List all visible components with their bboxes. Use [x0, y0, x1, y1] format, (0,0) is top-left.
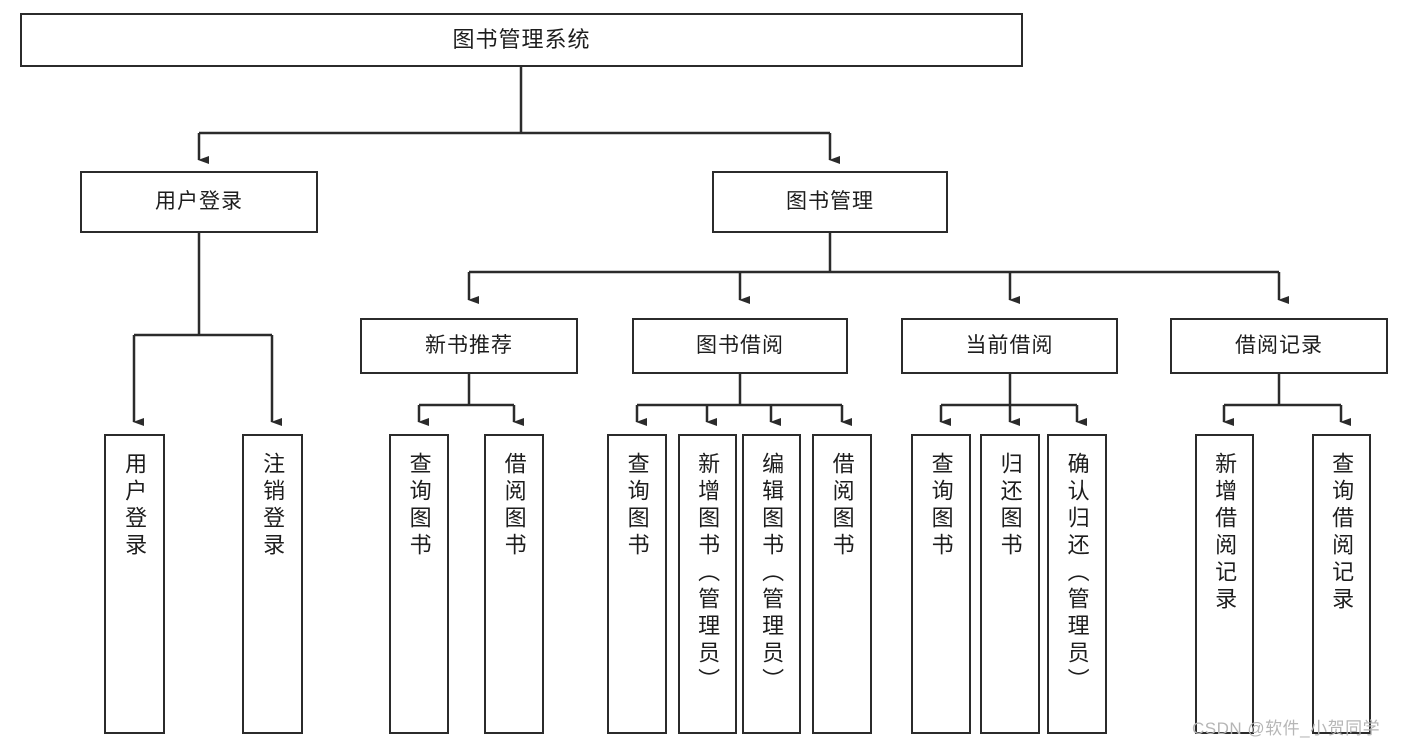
- csdn-watermark: CSDN @软件_小贺同学: [1192, 719, 1381, 738]
- leaf-logout[interactable]: 注销登录: [242, 434, 303, 734]
- node-label: 归还图书: [997, 452, 1023, 560]
- node-label: 查询图书: [928, 452, 954, 560]
- node-user-login[interactable]: 用户登录: [80, 171, 318, 233]
- node-label: 查询图书: [406, 452, 432, 560]
- leaf-borrow-book-borrowing[interactable]: 借阅图书: [812, 434, 872, 734]
- leaf-add-borrowing-record[interactable]: 新增借阅记录: [1195, 434, 1254, 734]
- node-label: 借阅记录: [1235, 333, 1323, 357]
- node-label: 图书管理系统: [452, 27, 591, 53]
- node-label: 确认归还（管理员）: [1064, 452, 1090, 695]
- leaf-query-book-recommendation[interactable]: 查询图书: [389, 434, 449, 734]
- node-current-borrowing[interactable]: 当前借阅: [901, 318, 1118, 374]
- node-label: 新增借阅记录: [1212, 452, 1238, 614]
- node-label: 新书推荐: [425, 333, 513, 357]
- node-label: 图书借阅: [696, 333, 784, 357]
- leaf-return-book[interactable]: 归还图书: [980, 434, 1040, 734]
- node-label: 用户登录: [155, 189, 243, 213]
- node-borrowing-record[interactable]: 借阅记录: [1170, 318, 1388, 374]
- leaf-borrow-book-recommendation[interactable]: 借阅图书: [484, 434, 544, 734]
- leaf-user-login[interactable]: 用户登录: [104, 434, 165, 734]
- leaf-edit-book-admin[interactable]: 编辑图书（管理员）: [742, 434, 801, 734]
- node-label: 借阅图书: [829, 452, 855, 560]
- node-label: 借阅图书: [501, 452, 527, 560]
- node-label: 注销登录: [260, 452, 286, 560]
- node-label: 查询借阅记录: [1329, 452, 1355, 614]
- leaf-query-book-current[interactable]: 查询图书: [911, 434, 971, 734]
- leaf-query-book-borrowing[interactable]: 查询图书: [607, 434, 667, 734]
- leaf-query-borrowing-record[interactable]: 查询借阅记录: [1312, 434, 1371, 734]
- leaf-add-book-admin[interactable]: 新增图书（管理员）: [678, 434, 737, 734]
- node-new-book-recommendation[interactable]: 新书推荐: [360, 318, 578, 374]
- node-label: 用户登录: [122, 452, 148, 560]
- node-label: 当前借阅: [965, 333, 1054, 357]
- node-label: 查询图书: [624, 452, 650, 560]
- leaf-confirm-return-admin[interactable]: 确认归还（管理员）: [1047, 434, 1107, 734]
- node-label: 编辑图书（管理员）: [759, 452, 785, 695]
- node-book-management[interactable]: 图书管理: [712, 171, 948, 233]
- node-label: 新增图书（管理员）: [695, 452, 721, 695]
- node-book-borrowing[interactable]: 图书借阅: [632, 318, 848, 374]
- node-root-system[interactable]: 图书管理系统: [20, 13, 1023, 67]
- node-label: 图书管理: [786, 189, 874, 213]
